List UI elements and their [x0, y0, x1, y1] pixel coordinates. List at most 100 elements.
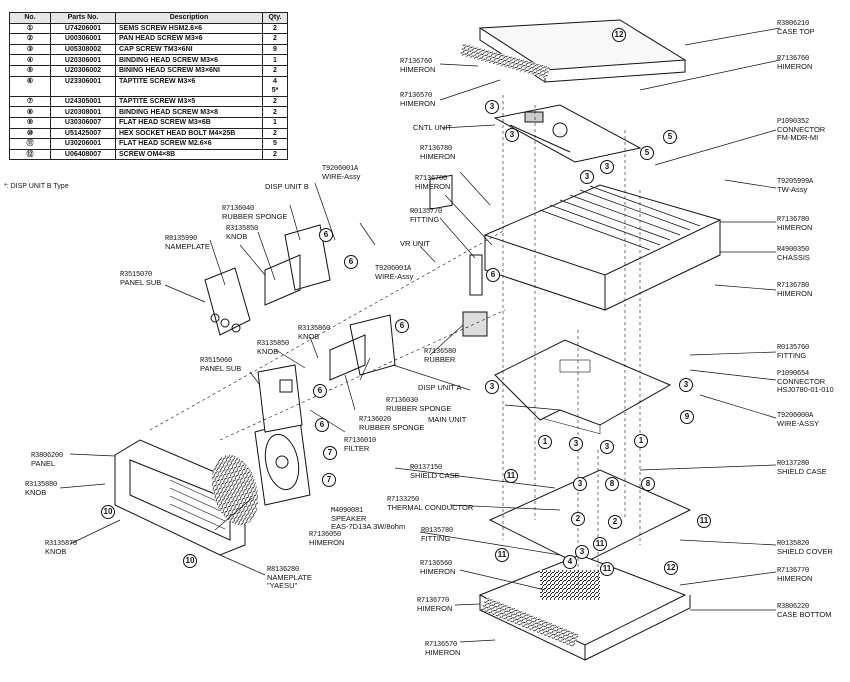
part-name: DISP UNIT B [265, 182, 309, 191]
part-name: HIMERON [420, 152, 456, 161]
part-number: R7136760 [400, 58, 433, 66]
callout-screw-number: 6 [486, 268, 500, 282]
callout-screw-number: 8 [605, 477, 619, 491]
callout-screw-number: 12 [664, 561, 678, 575]
part-spec: "YAESU" [267, 581, 298, 590]
part-number: R7136780 [777, 216, 810, 224]
part-number: R7136770 [417, 597, 450, 605]
part-number: R7136770 [777, 567, 810, 575]
part-spec: HSJ0780-01-010 [777, 385, 834, 394]
part-name: CASE BOTTOM [777, 610, 832, 619]
shield-cover-part [488, 469, 692, 566]
part-number: R3135870 [45, 540, 78, 548]
callout-screw-number: 3 [485, 380, 499, 394]
part-number: P1090654 [777, 370, 810, 378]
part-name: RUBBER SPONGE [359, 423, 425, 432]
part-name: KNOB [226, 232, 248, 241]
part-name: PANEL [31, 459, 56, 468]
front-panel-part [114, 439, 246, 556]
part-number: R3515070 [120, 271, 153, 279]
speaker-part [211, 419, 311, 526]
label-main-unit: MAIN UNIT [428, 416, 466, 424]
part-name: SHIELD CASE [777, 467, 827, 476]
part-number: R3806210 [777, 20, 810, 28]
callout-screw-number: 1 [634, 434, 648, 448]
callout-screw-number: 8 [641, 477, 655, 491]
part-number: R7136780 [777, 282, 810, 290]
callout-screw-number: 10 [183, 554, 197, 568]
part-number: R7136020 [359, 416, 392, 424]
parts-table-header: No. Parts No. Description Qty. [9, 12, 288, 24]
qty-alt-cell: 5* [262, 86, 288, 97]
callout-screw-number: 3 [485, 100, 499, 114]
part-name: CHASSIS [777, 253, 810, 262]
part-number: R0135770 [410, 208, 443, 216]
part-number: R3135850 [226, 225, 259, 233]
part-number: R8135990 [165, 235, 198, 243]
callout-screw-number: 7 [322, 473, 336, 487]
part-spec: FM-MDR-MI [777, 133, 819, 142]
part-number: R7136030 [386, 397, 419, 405]
part-name: HIMERON [420, 567, 456, 576]
callout-screw-number: 6 [313, 384, 327, 398]
part-name: HIMERON [425, 648, 461, 657]
case-bottom-part [478, 554, 691, 661]
part-number: R0135780 [421, 527, 454, 535]
part-name: KNOB [25, 488, 47, 497]
part-number: R7133250 [387, 496, 420, 504]
table-footnote: *: DISP UNIT B Type [4, 183, 69, 190]
rubber-part [462, 311, 488, 337]
part-number: R7136050 [309, 531, 342, 539]
panel-sub-a-part [257, 314, 396, 433]
part-number: R7136040 [222, 205, 255, 213]
part-name: KNOB [45, 547, 67, 556]
callout-screw-number: 3 [505, 128, 519, 142]
part-name: HIMERON [400, 99, 436, 108]
part-name: WIRE-Assy [322, 172, 361, 181]
callout-screw-number: 3 [600, 160, 614, 174]
part-name: FITTING [421, 534, 451, 543]
part-name: HIMERON [777, 289, 813, 298]
cntl-unit-part [493, 104, 642, 163]
callout-screw-number: 11 [593, 537, 607, 551]
part-number: P1090352 [777, 118, 810, 126]
case-top-part [459, 19, 687, 83]
part-name: KNOB [257, 347, 279, 356]
part-name: VR UNIT [400, 239, 430, 248]
part-name: MAIN UNIT [428, 415, 467, 424]
part-name: THERMAL CONDUCTOR [387, 503, 474, 512]
part-number: R3135860 [298, 325, 331, 333]
part-number: R3515060 [200, 357, 233, 365]
part-spec: EAS-7D13A 3W/8ohm [331, 522, 406, 531]
main-unit-part [494, 339, 672, 426]
vr-unit-part [429, 174, 483, 296]
part-name: FITTING [410, 215, 440, 224]
part-name: SHIELD CASE [410, 471, 460, 480]
part-number: R7136560 [420, 560, 453, 568]
callout-screw-number: 4 [563, 555, 577, 569]
part-number: R8136280 [267, 566, 300, 574]
